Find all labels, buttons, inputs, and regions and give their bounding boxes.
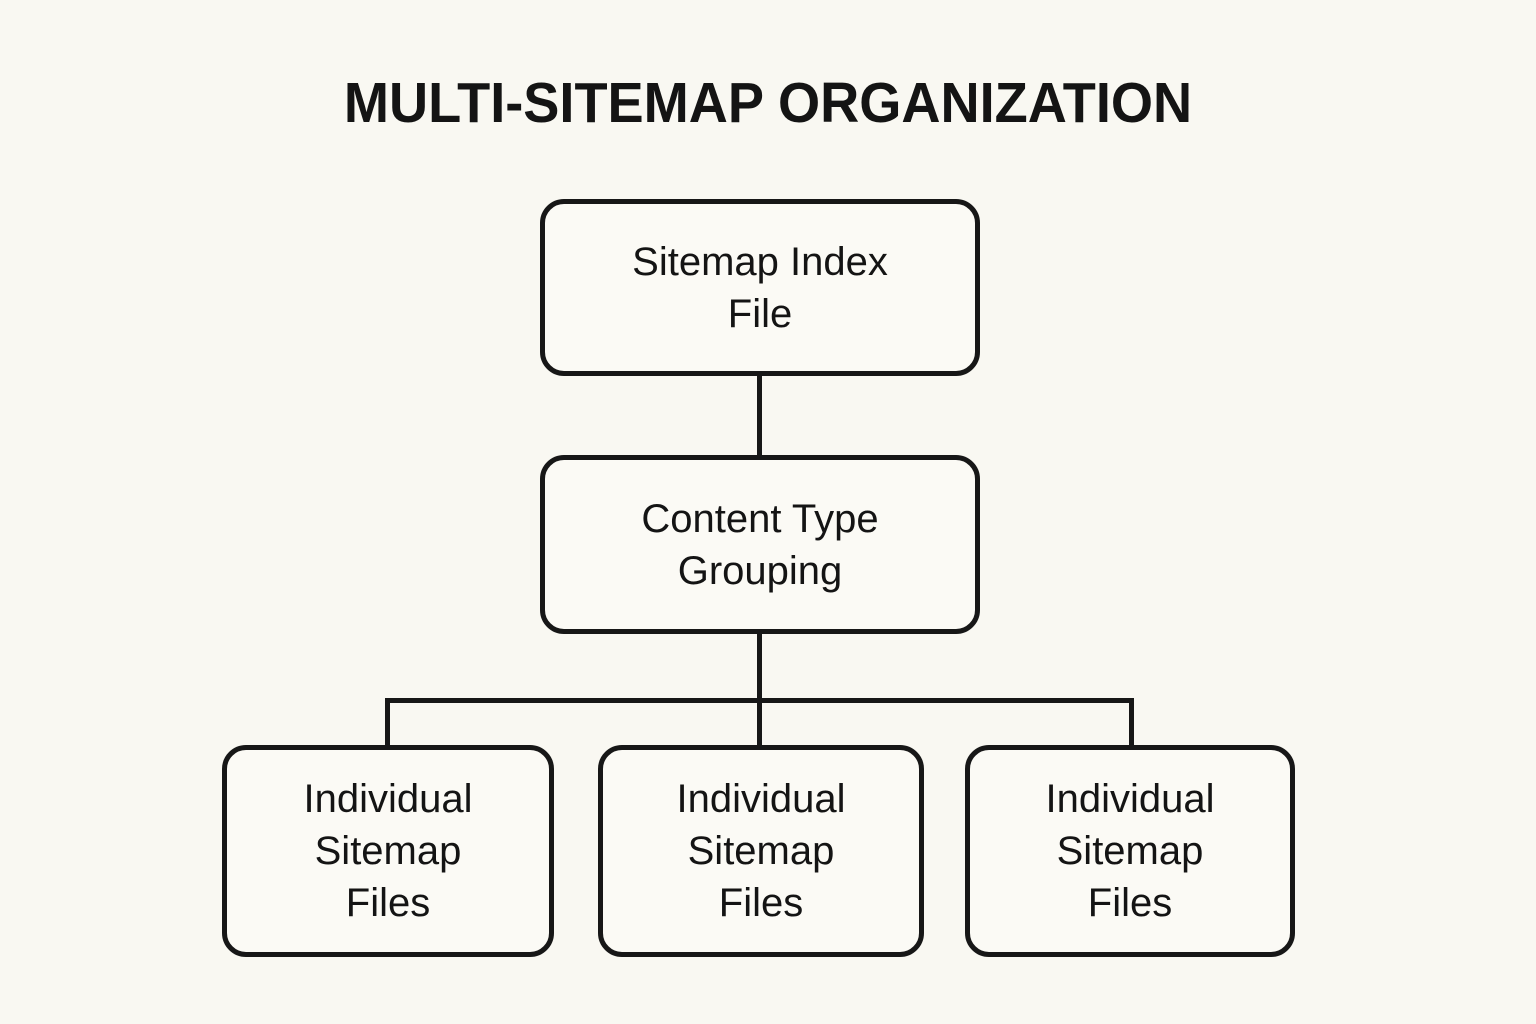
- connector-drop-right: [1129, 698, 1134, 747]
- node-individual-sitemap-files-2: Individual Sitemap Files: [598, 745, 924, 957]
- connector-root-to-group: [757, 374, 762, 457]
- diagram-title: MULTI-SITEMAP ORGANIZATION: [343, 71, 1193, 135]
- node-individual-sitemap-files-2-label: Individual Sitemap Files: [676, 777, 846, 925]
- node-individual-sitemap-files-1-label: Individual Sitemap Files: [303, 777, 473, 925]
- node-sitemap-index-file-label: Sitemap Index File: [632, 239, 888, 336]
- node-content-type-grouping: Content Type Grouping: [540, 455, 980, 634]
- node-content-type-grouping-label: Content Type Grouping: [641, 496, 879, 593]
- connector-group-stem: [757, 632, 762, 747]
- connector-horizontal-bar: [385, 698, 1134, 703]
- node-individual-sitemap-files-3: Individual Sitemap Files: [965, 745, 1295, 957]
- connector-drop-left: [385, 698, 390, 747]
- node-individual-sitemap-files-1: Individual Sitemap Files: [222, 745, 554, 957]
- node-sitemap-index-file: Sitemap Index File: [540, 199, 980, 376]
- node-individual-sitemap-files-3-label: Individual Sitemap Files: [1045, 777, 1215, 925]
